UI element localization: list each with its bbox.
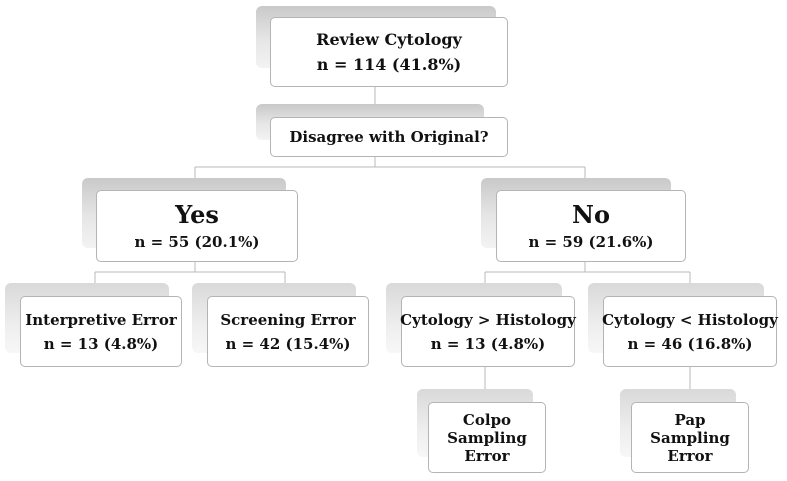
cyto-gt-histo-count: n = 13 (4.8%) [430, 334, 546, 353]
colpo-line-3: Error [464, 446, 510, 465]
pap-line-1: Pap [674, 410, 706, 429]
interpretive-box: Interpretive Error n = 13 (4.8%) [20, 296, 182, 367]
interpretive-count: n = 13 (4.8%) [43, 334, 159, 353]
review-cytology-title: Review Cytology [316, 29, 462, 49]
screening-box: Screening Error n = 42 (15.4%) [207, 296, 369, 367]
yes-title: Yes [175, 199, 219, 229]
cyto-lt-histo-box: Cytology < Histology n = 46 (16.8%) [602, 296, 778, 367]
no-box: No n = 59 (21.6%) [496, 190, 686, 262]
yes-box: Yes n = 55 (20.1%) [96, 190, 298, 262]
cyto-lt-histo-title: Cytology < Histology [602, 310, 778, 329]
yes-count: n = 55 (20.1%) [134, 233, 260, 252]
cyto-gt-histo-title: Cytology > Histology [400, 310, 576, 329]
no-title: No [572, 199, 610, 229]
colpo-line-1: Colpo [462, 410, 512, 429]
pap-line-2: Sampling [650, 428, 730, 447]
cyto-gt-histo-box: Cytology > Histology n = 13 (4.8%) [400, 296, 576, 367]
interpretive-title: Interpretive Error [25, 310, 177, 329]
pap-line-3: Error [667, 446, 713, 465]
disagree-title: Disagree with Original? [289, 128, 489, 146]
review-cytology-count: n = 114 (41.8%) [316, 55, 462, 74]
colpo-box: Colpo Sampling Error [428, 402, 546, 473]
screening-count: n = 42 (15.4%) [225, 334, 351, 353]
colpo-line-2: Sampling [447, 428, 527, 447]
no-count: n = 59 (21.6%) [528, 233, 654, 252]
cyto-lt-histo-count: n = 46 (16.8%) [627, 334, 753, 353]
disagree-box: Disagree with Original? [270, 117, 508, 157]
pap-box: Pap Sampling Error [631, 402, 749, 473]
review-cytology-box: Review Cytology n = 114 (41.8%) [270, 17, 508, 87]
screening-title: Screening Error [220, 310, 356, 329]
